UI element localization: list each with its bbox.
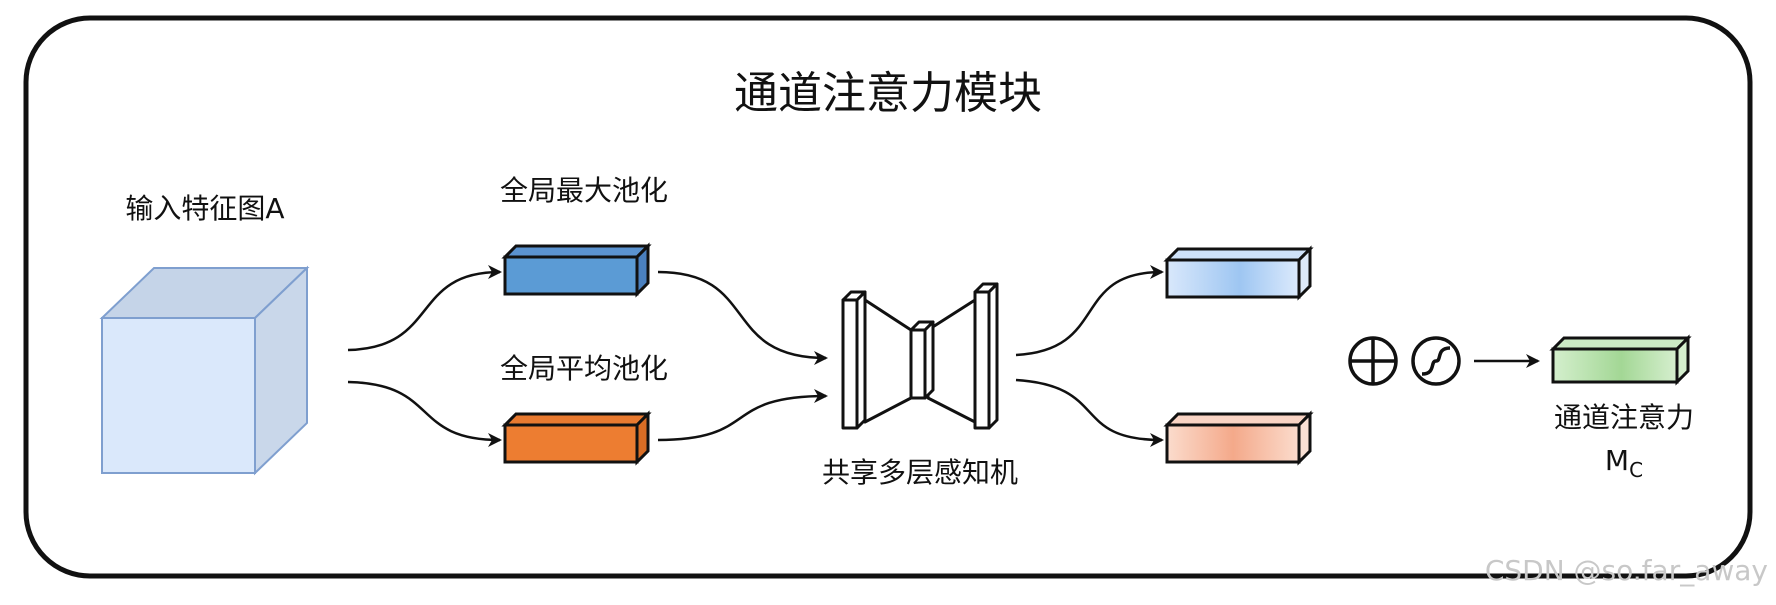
mlp-output-avg-vector: [1163, 410, 1314, 466]
avg-pool-label: 全局平均池化: [500, 352, 668, 385]
channel-attention-vector: [1549, 334, 1692, 386]
arrow-input-to-maxpool: [347, 265, 502, 352]
sigmoid-icon: [1411, 336, 1461, 386]
module-title: 通道注意力模块: [734, 68, 1042, 119]
output-label: 通道注意力: [1554, 401, 1694, 434]
input-feature-cube: [99, 265, 310, 476]
arrow-maxpool-to-mlp: [657, 270, 828, 365]
module-frame: [23, 15, 1753, 579]
arrow-avgpool-to-mlp: [657, 389, 828, 442]
input-label: 输入特征图A: [125, 192, 284, 225]
max-pool-label: 全局最大池化: [500, 174, 668, 207]
mlp-output-max-vector: [1163, 245, 1314, 301]
arrow-input-to-avgpool: [347, 380, 502, 447]
max-pool-vector: [501, 242, 652, 298]
output-symbol: MC: [1605, 444, 1643, 482]
arrow-mlp-to-top-output: [1015, 265, 1164, 357]
avg-pool-vector: [501, 410, 652, 466]
circled-plus-icon: [1348, 336, 1398, 386]
shared-mlp-block: [841, 282, 999, 430]
output-symbol-subscript: C: [1629, 458, 1643, 482]
mlp-label: 共享多层感知机: [822, 456, 1018, 489]
output-symbol-main: M: [1605, 444, 1629, 477]
watermark: CSDN @so.far_away: [1485, 554, 1768, 587]
arrow-mlp-to-bottom-output: [1015, 378, 1164, 447]
